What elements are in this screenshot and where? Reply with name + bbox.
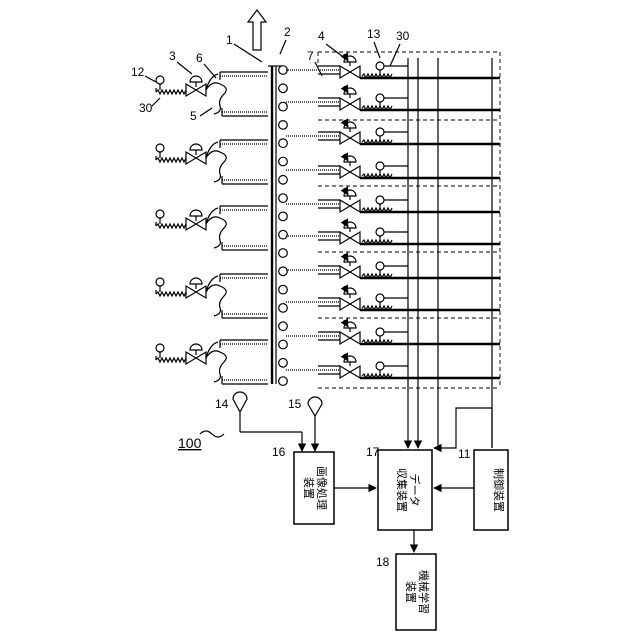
gauge-icon bbox=[156, 344, 164, 352]
ref-4: 4 bbox=[318, 29, 325, 43]
valve-icon bbox=[340, 200, 360, 212]
actuator-icon bbox=[190, 210, 202, 216]
roller bbox=[279, 304, 288, 313]
left-nozzle-unit bbox=[156, 72, 268, 116]
right-nozzle-unit bbox=[286, 188, 500, 212]
right-nozzle-unit bbox=[286, 86, 500, 110]
roller bbox=[279, 121, 288, 130]
valve-icon bbox=[340, 332, 360, 344]
roller bbox=[279, 377, 288, 386]
dashed-grouping-lines bbox=[318, 52, 500, 388]
right-nozzle-units bbox=[286, 54, 500, 378]
camera-15 bbox=[308, 397, 322, 451]
gauge-icon bbox=[376, 94, 384, 102]
image-processing-label-2: 装置 bbox=[302, 477, 315, 499]
gauge-icon bbox=[376, 362, 384, 370]
ref-16: 16 bbox=[272, 445, 286, 459]
valve-icon bbox=[340, 266, 360, 278]
ml-device-label-2: 装置 bbox=[404, 581, 417, 603]
right-nozzle-unit bbox=[286, 254, 500, 278]
gauge-icon bbox=[156, 278, 164, 286]
gauge-icon bbox=[156, 76, 164, 84]
roller bbox=[279, 157, 288, 166]
ref-1: 1 bbox=[226, 33, 233, 47]
ref-15: 15 bbox=[288, 397, 302, 411]
roller bbox=[279, 102, 288, 111]
actuator-icon bbox=[190, 278, 202, 284]
roller bbox=[279, 249, 288, 258]
ref-30-left: 30 bbox=[139, 101, 153, 115]
roller bbox=[279, 194, 288, 203]
right-nozzle-unit bbox=[286, 354, 500, 378]
gauge-icon bbox=[376, 62, 384, 70]
right-nozzle-unit bbox=[286, 220, 500, 244]
ref-30-right: 30 bbox=[396, 29, 410, 43]
ref-6: 6 bbox=[196, 51, 203, 65]
roller bbox=[279, 176, 288, 185]
ref-18: 18 bbox=[376, 555, 390, 569]
left-nozzle-unit bbox=[156, 274, 268, 318]
conveyor-direction-arrow bbox=[248, 10, 266, 50]
rollers bbox=[279, 66, 288, 386]
gauge-icon bbox=[156, 210, 164, 218]
left-nozzle-unit bbox=[156, 206, 268, 250]
roller bbox=[279, 285, 288, 294]
roller bbox=[279, 230, 288, 239]
roller bbox=[279, 267, 288, 276]
actuator-icon bbox=[190, 344, 202, 350]
right-nozzle-unit bbox=[286, 320, 500, 344]
data-collection-label-2: 収集装置 bbox=[395, 468, 409, 512]
gauge-icon bbox=[376, 262, 384, 270]
roller bbox=[279, 84, 288, 93]
nozzle-icon bbox=[206, 151, 226, 182]
ref-11: 11 bbox=[458, 447, 471, 461]
gauge-icon bbox=[376, 328, 384, 336]
gauge-icon bbox=[376, 196, 384, 204]
valve-icon bbox=[340, 132, 360, 144]
gauge-icon bbox=[376, 228, 384, 236]
ref-7: 7 bbox=[307, 49, 314, 63]
ref-17: 17 bbox=[366, 445, 380, 459]
right-nozzle-unit bbox=[286, 120, 500, 144]
gauge-icon bbox=[156, 144, 164, 152]
roller bbox=[279, 359, 288, 368]
gauge-icon bbox=[376, 128, 384, 136]
valve-icon bbox=[340, 366, 360, 378]
nozzle-icon bbox=[206, 285, 226, 316]
nozzle-icon bbox=[206, 351, 226, 382]
right-nozzle-unit bbox=[286, 286, 500, 310]
gauge-icon bbox=[376, 294, 384, 302]
valve-icon bbox=[340, 66, 360, 78]
roller bbox=[279, 322, 288, 331]
ml-device-label-1: 機械学習 bbox=[417, 570, 431, 614]
nozzle-icon bbox=[206, 217, 226, 248]
ref-2: 2 bbox=[284, 25, 291, 39]
ref-13: 13 bbox=[367, 27, 381, 41]
roller bbox=[279, 340, 288, 349]
left-nozzle-unit bbox=[156, 340, 268, 384]
image-processing-label-1: 画像処理 bbox=[315, 466, 328, 510]
system-label: 100 bbox=[178, 435, 202, 451]
ref-3: 3 bbox=[169, 49, 176, 63]
ref-5: 5 bbox=[190, 109, 197, 123]
data-collection-label-1: データ bbox=[408, 474, 422, 507]
right-nozzle-unit bbox=[286, 54, 500, 78]
left-nozzle-unit bbox=[156, 140, 268, 184]
valve-icon bbox=[340, 298, 360, 310]
ref-14: 14 bbox=[215, 397, 229, 411]
left-nozzle-units bbox=[156, 72, 268, 384]
right-nozzle-unit bbox=[286, 154, 500, 178]
valve-icon bbox=[340, 98, 360, 110]
actuator-icon bbox=[190, 76, 202, 82]
gauge-icon bbox=[376, 162, 384, 170]
valve-icon bbox=[340, 232, 360, 244]
actuator-icon bbox=[190, 144, 202, 150]
control-device-label: 制御装置 bbox=[492, 468, 506, 512]
valve-icon bbox=[340, 166, 360, 178]
roller bbox=[279, 212, 288, 221]
ref-12: 12 bbox=[131, 65, 145, 79]
roller bbox=[279, 139, 288, 148]
